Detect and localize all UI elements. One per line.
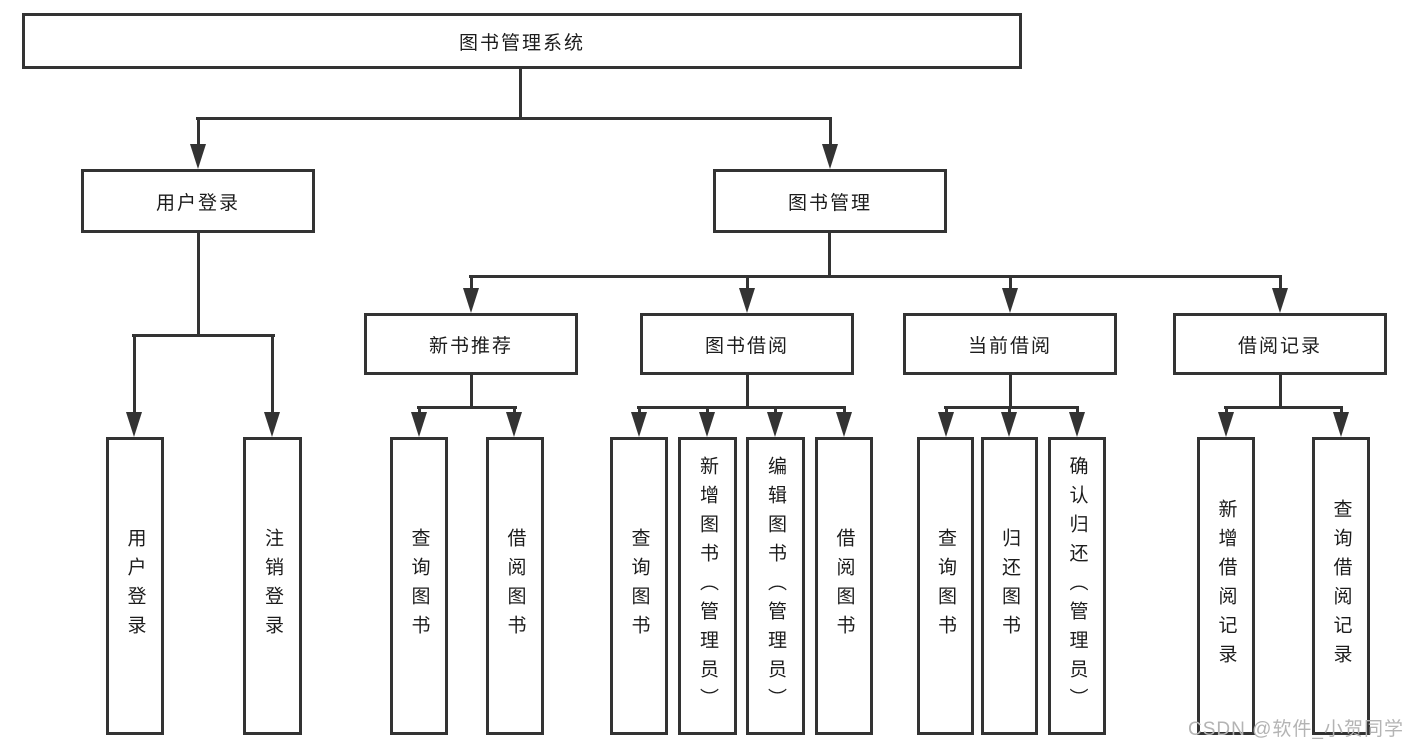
- leaf-borrow-query-books-label: 查询图书: [628, 528, 650, 644]
- leaf-logout: 注销登录: [243, 437, 302, 735]
- arrow-down-icon: [506, 412, 522, 437]
- arrow-down-icon: [1272, 288, 1288, 313]
- leaf-records-query-record: 查询借阅记录: [1312, 437, 1370, 735]
- connector-line: [197, 233, 200, 337]
- arrow-down-icon: [631, 412, 647, 437]
- node-library-system-label: 图书管理系统: [458, 32, 585, 54]
- node-book-borrow-label: 图书借阅: [704, 335, 789, 357]
- arrow-down-icon: [767, 412, 783, 437]
- csdn-watermark: CSDN @软件_小贺同学: [1188, 719, 1404, 740]
- leaf-borrow-query-books: 查询图书: [610, 437, 668, 735]
- connector-line: [470, 275, 473, 291]
- connector-line: [1279, 375, 1282, 408]
- connector-line: [828, 233, 831, 278]
- node-library-system: 图书管理系统: [22, 13, 1022, 69]
- leaf-borrow-add-books-admin-label: 新增图书（管理员）: [697, 455, 718, 717]
- connector-line: [1009, 375, 1012, 408]
- leaf-recommend-borrow-books: 借阅图书: [486, 437, 544, 735]
- node-borrow-records-label: 借阅记录: [1237, 335, 1322, 357]
- node-book-management-label: 图书管理: [787, 192, 872, 214]
- connector-line: [1340, 406, 1343, 416]
- connector-line: [470, 375, 473, 408]
- leaf-current-return-books: 归还图书: [981, 437, 1038, 735]
- connector-line: [132, 334, 275, 337]
- arrow-down-icon: [264, 412, 280, 437]
- node-book-management: 图书管理: [713, 169, 947, 233]
- leaf-logout-label: 注销登录: [262, 528, 283, 644]
- connector-line: [746, 275, 749, 291]
- connector-line: [706, 406, 709, 416]
- arrow-down-icon: [463, 288, 479, 313]
- connector-line: [519, 69, 522, 119]
- arrow-down-icon: [822, 144, 838, 169]
- leaf-borrow-borrow-books-label: 借阅图书: [833, 528, 855, 644]
- connector-line: [271, 334, 274, 414]
- connector-line: [637, 406, 846, 409]
- connector-line: [418, 406, 421, 416]
- connector-line: [1224, 406, 1343, 409]
- node-user-login: 用户登录: [81, 169, 315, 233]
- connector-line: [774, 406, 777, 416]
- connector-line: [417, 406, 517, 409]
- connector-line: [133, 334, 136, 414]
- leaf-recommend-borrow-books-label: 借阅图书: [504, 528, 526, 644]
- leaf-records-add-record-label: 新增借阅记录: [1215, 499, 1237, 673]
- arrow-down-icon: [699, 412, 715, 437]
- arrow-down-icon: [836, 412, 852, 437]
- node-current-borrow: 当前借阅: [903, 313, 1117, 375]
- leaf-user-login-label: 用户登录: [124, 528, 146, 644]
- arrow-down-icon: [1218, 412, 1234, 437]
- arrow-down-icon: [739, 288, 755, 313]
- node-book-borrow: 图书借阅: [640, 313, 854, 375]
- leaf-recommend-query-books-label: 查询图书: [408, 528, 430, 644]
- leaf-recommend-query-books: 查询图书: [390, 437, 448, 735]
- connector-line: [843, 406, 846, 416]
- connector-line: [196, 117, 832, 120]
- leaf-borrow-edit-books-admin-label: 编辑图书（管理员）: [765, 455, 786, 717]
- connector-line: [469, 275, 1282, 278]
- leaf-records-query-record-label: 查询借阅记录: [1330, 499, 1352, 673]
- connector-line: [197, 117, 200, 146]
- leaf-borrow-borrow-books: 借阅图书: [815, 437, 873, 735]
- leaf-borrow-edit-books-admin: 编辑图书（管理员）: [746, 437, 805, 735]
- leaf-current-query-books-label: 查询图书: [935, 528, 956, 644]
- connector-line: [638, 406, 641, 416]
- connector-line: [944, 406, 1079, 409]
- connector-line: [1279, 275, 1282, 291]
- arrow-down-icon: [126, 412, 142, 437]
- leaf-borrow-add-books-admin: 新增图书（管理员）: [678, 437, 737, 735]
- connector-line: [513, 406, 516, 416]
- arrow-down-icon: [1001, 412, 1017, 437]
- leaf-current-query-books: 查询图书: [917, 437, 974, 735]
- connector-line: [829, 117, 832, 146]
- node-new-book-recommend: 新书推荐: [364, 313, 578, 375]
- leaf-current-return-books-label: 归还图书: [999, 528, 1020, 644]
- connector-line: [1008, 406, 1011, 416]
- leaf-records-add-record: 新增借阅记录: [1197, 437, 1255, 735]
- leaf-current-confirm-return-admin: 确认归还（管理员）: [1048, 437, 1106, 735]
- arrow-down-icon: [1002, 288, 1018, 313]
- arrow-down-icon: [938, 412, 954, 437]
- arrow-down-icon: [190, 144, 206, 169]
- leaf-current-confirm-return-admin-label: 确认归还（管理员）: [1066, 455, 1088, 717]
- connector-line: [945, 406, 948, 416]
- leaf-user-login: 用户登录: [106, 437, 164, 735]
- node-current-borrow-label: 当前借阅: [967, 335, 1052, 357]
- connector-line: [746, 375, 749, 408]
- node-borrow-records: 借阅记录: [1173, 313, 1387, 375]
- arrow-down-icon: [1333, 412, 1349, 437]
- connector-line: [1225, 406, 1228, 416]
- node-new-book-recommend-label: 新书推荐: [428, 335, 513, 357]
- connector-line: [1076, 406, 1079, 416]
- node-user-login-label: 用户登录: [155, 192, 240, 214]
- arrow-down-icon: [411, 412, 427, 437]
- connector-line: [1009, 275, 1012, 291]
- arrow-down-icon: [1069, 412, 1085, 437]
